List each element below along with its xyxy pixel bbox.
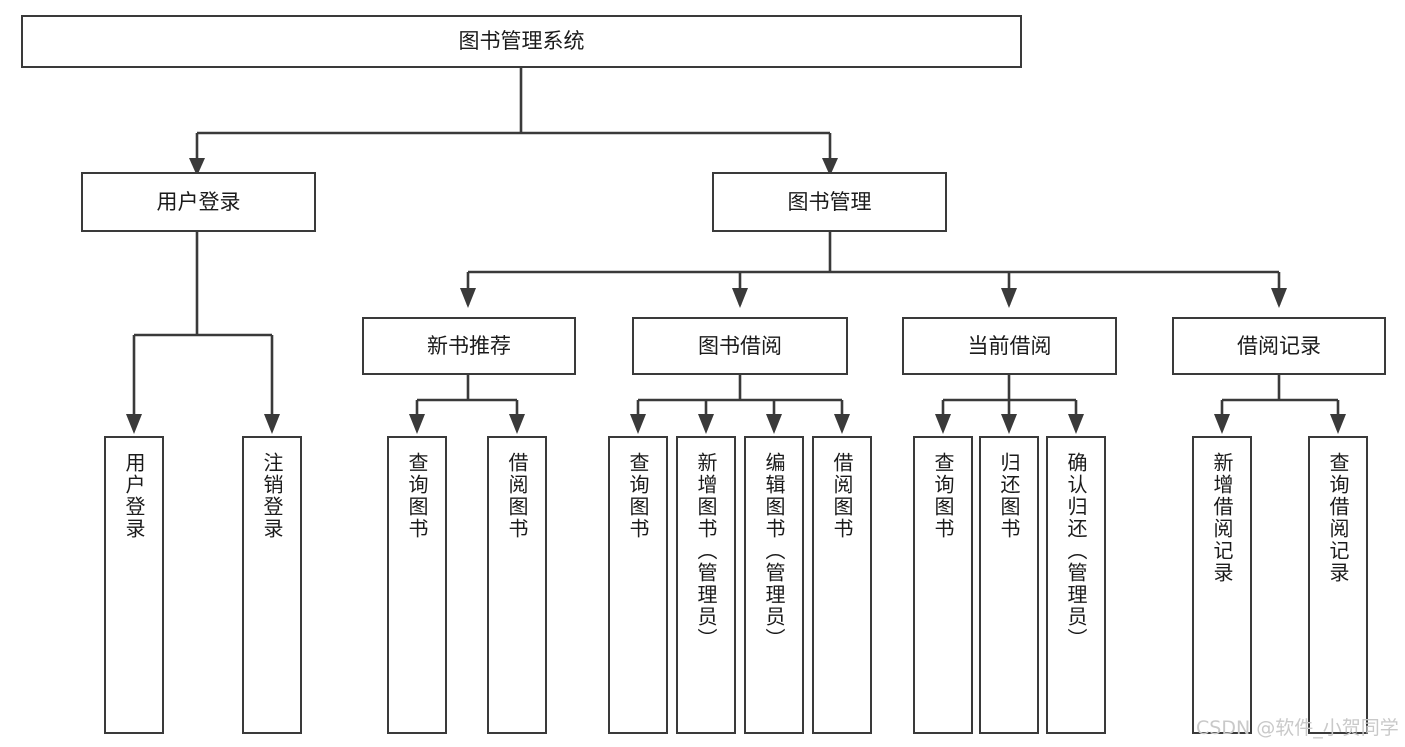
node-leaf-confirm-return[interactable]: 确认归还（管理员） xyxy=(1046,436,1106,734)
arrowheads xyxy=(126,158,1346,434)
node-leaf-query-book-3[interactable]: 查询图书 xyxy=(913,436,973,734)
node-user-login[interactable]: 用户登录 xyxy=(81,172,316,232)
node-leaf-borrow-book-2[interactable]: 借阅图书 xyxy=(812,436,872,734)
node-book-manage-label: 图书管理 xyxy=(787,189,872,214)
node-leaf-query-book-3-label: 查询图书 xyxy=(931,452,955,540)
node-leaf-query-book-2[interactable]: 查询图书 xyxy=(608,436,668,734)
node-leaf-borrow-book-1-label: 借阅图书 xyxy=(505,452,529,540)
node-leaf-return-book[interactable]: 归还图书 xyxy=(979,436,1039,734)
node-leaf-borrow-book-2-label: 借阅图书 xyxy=(830,452,854,540)
node-borrow-record[interactable]: 借阅记录 xyxy=(1172,317,1386,375)
node-leaf-user-login-label: 用户登录 xyxy=(122,452,146,540)
node-leaf-query-record-label: 查询借阅记录 xyxy=(1326,452,1350,584)
node-book-manage[interactable]: 图书管理 xyxy=(712,172,947,232)
node-leaf-add-record[interactable]: 新增借阅记录 xyxy=(1192,436,1252,734)
node-root[interactable]: 图书管理系统 xyxy=(21,15,1022,68)
node-root-label: 图书管理系统 xyxy=(458,29,585,54)
node-leaf-add-book-label: 新增图书（管理员） xyxy=(694,452,718,650)
node-new-book-recommend-label: 新书推荐 xyxy=(427,333,511,358)
node-new-book-recommend[interactable]: 新书推荐 xyxy=(362,317,576,375)
node-leaf-add-book[interactable]: 新增图书（管理员） xyxy=(676,436,736,734)
node-current-borrow[interactable]: 当前借阅 xyxy=(902,317,1117,375)
node-leaf-add-record-label: 新增借阅记录 xyxy=(1210,452,1234,584)
node-leaf-query-record[interactable]: 查询借阅记录 xyxy=(1308,436,1368,734)
node-current-borrow-label: 当前借阅 xyxy=(967,333,1052,358)
node-leaf-logout-label: 注销登录 xyxy=(260,452,284,540)
node-book-borrow[interactable]: 图书借阅 xyxy=(632,317,848,375)
node-leaf-user-login[interactable]: 用户登录 xyxy=(104,436,164,734)
node-leaf-query-book-1[interactable]: 查询图书 xyxy=(387,436,447,734)
node-leaf-edit-book[interactable]: 编辑图书（管理员） xyxy=(744,436,804,734)
node-leaf-query-book-2-label: 查询图书 xyxy=(626,452,650,540)
node-leaf-query-book-1-label: 查询图书 xyxy=(405,452,429,540)
node-borrow-record-label: 借阅记录 xyxy=(1237,333,1321,358)
node-leaf-edit-book-label: 编辑图书（管理员） xyxy=(762,452,786,650)
node-user-login-label: 用户登录 xyxy=(156,189,241,214)
node-leaf-borrow-book-1[interactable]: 借阅图书 xyxy=(487,436,547,734)
node-leaf-logout[interactable]: 注销登录 xyxy=(242,436,302,734)
node-leaf-confirm-return-label: 确认归还（管理员） xyxy=(1064,452,1088,650)
node-book-borrow-label: 图书借阅 xyxy=(698,333,782,358)
node-leaf-return-book-label: 归还图书 xyxy=(997,452,1021,540)
